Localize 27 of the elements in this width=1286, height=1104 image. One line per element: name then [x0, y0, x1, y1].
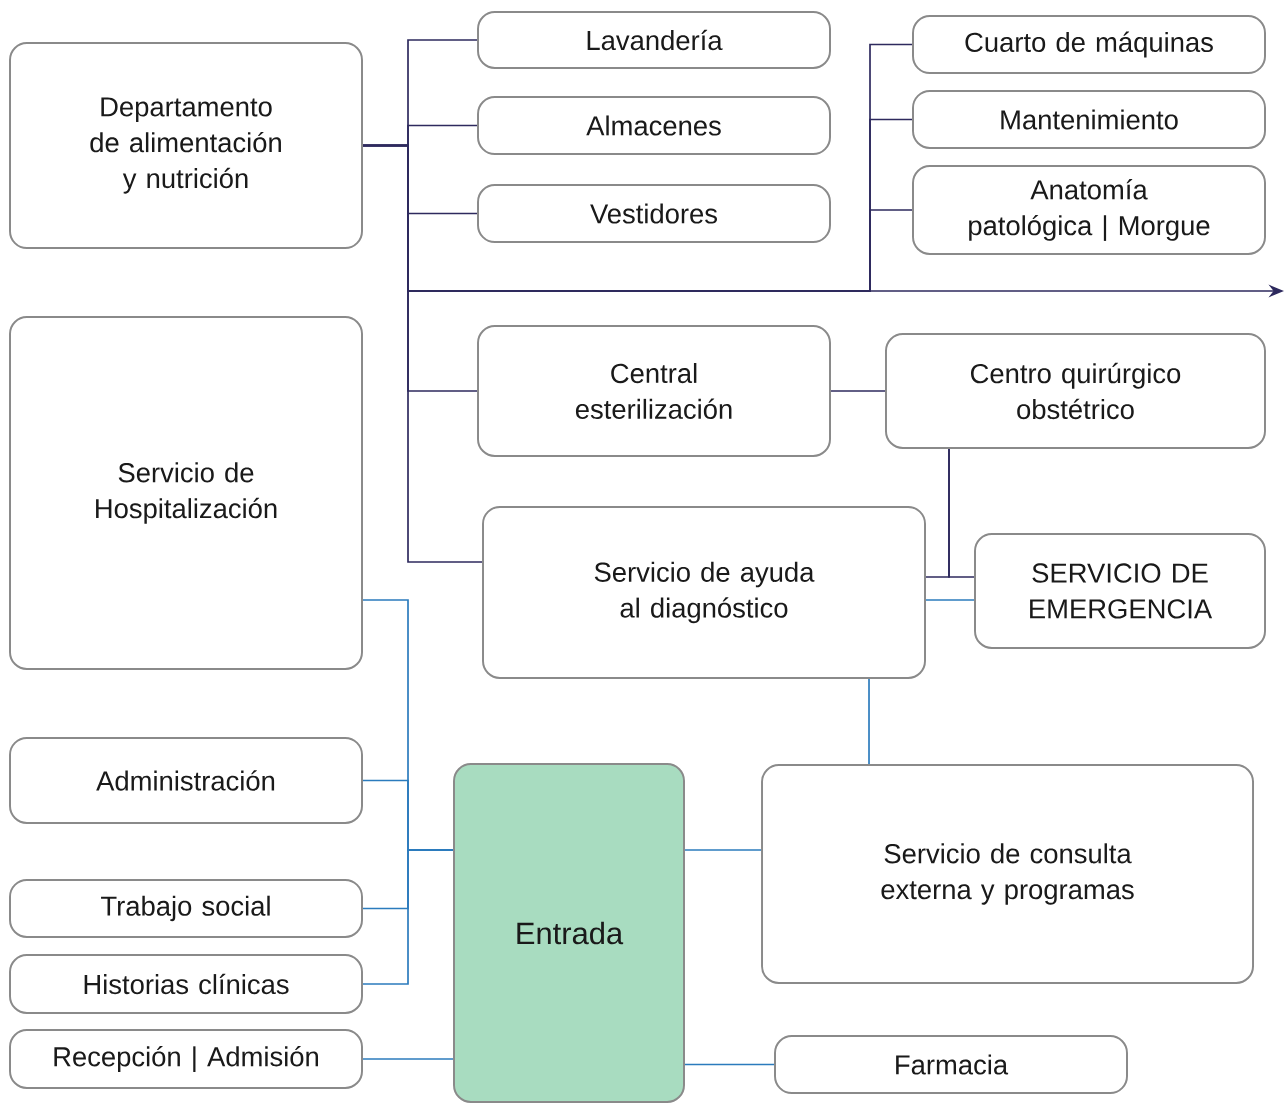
process-box: Servicio de Hospitalización [9, 316, 363, 670]
process-box: Mantenimiento [912, 90, 1266, 149]
process-box: Almacenes [477, 96, 831, 155]
process-box: Recepción | Admisión [9, 1029, 363, 1089]
process-box: Historias clínicas [9, 954, 363, 1014]
connector-line [925, 599, 975, 601]
process-box: Servicio de consulta externa y programas [761, 764, 1254, 984]
connector-line [684, 1063, 775, 1066]
process-box: Lavandería [477, 11, 831, 69]
process-box: Anatomía patológica | Morgue [912, 165, 1266, 255]
connector-line [362, 849, 454, 985]
process-box: Cuarto de máquinas [912, 15, 1266, 74]
connector-line [868, 678, 870, 765]
process-box: Departamento de alimentación y nutrición [9, 42, 363, 249]
entrance-box: Entrada [453, 763, 685, 1103]
process-box: SERVICIO DE EMERGENCIA [974, 533, 1266, 649]
process-box: Vestidores [477, 184, 831, 243]
process-box: Administración [9, 737, 363, 824]
connector-line [684, 849, 762, 851]
connector-line [830, 390, 886, 392]
process-box: Centro quirúrgico obstétrico [885, 333, 1266, 449]
process-box: Servicio de ayuda al diagnóstico [482, 506, 926, 679]
process-box: Central esterilización [477, 325, 831, 457]
process-box: Trabajo social [9, 879, 363, 938]
connector-line [925, 448, 950, 578]
process-box: Farmacia [774, 1035, 1128, 1094]
connector-line [362, 1058, 454, 1060]
